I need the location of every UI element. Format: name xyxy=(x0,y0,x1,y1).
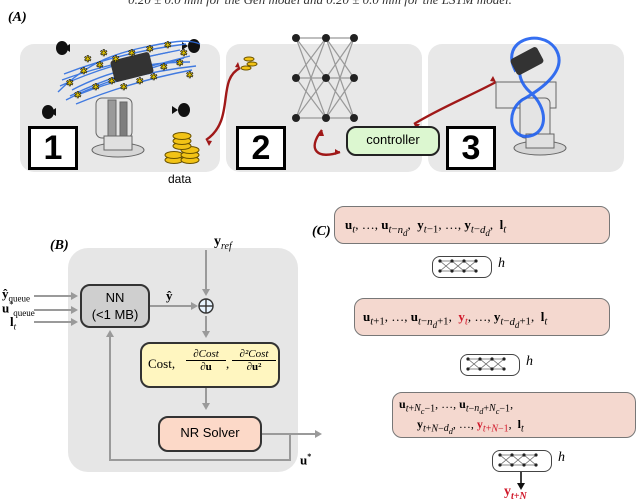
tool-plate-3 xyxy=(510,47,544,75)
svg-text:✱: ✱ xyxy=(146,45,154,55)
svg-text:✱: ✱ xyxy=(96,61,104,71)
nr-solver-box: NR Solver xyxy=(158,416,262,452)
svg-text:✱: ✱ xyxy=(164,41,172,51)
sequence-row-1: ut, …, ut−nd, yt−1, …, yt−dd, lt xyxy=(334,206,610,244)
svg-text:✱: ✱ xyxy=(186,71,194,81)
svg-text:✱: ✱ xyxy=(80,67,88,77)
camera-icons xyxy=(42,39,200,119)
svg-text:✱: ✱ xyxy=(100,49,108,59)
svg-text:✱: ✱ xyxy=(84,55,92,65)
marker-stars: ✱✱✱✱ ✱✱✱✱ ✱✱✱✱ ✱✱✱✱ ✱✱✱ xyxy=(66,41,194,102)
sequence-row-2-text: ut+1, …, ut−nd+1, yt, …, yt−dd+1, lt xyxy=(363,309,548,330)
neural-network-nodes xyxy=(292,34,358,122)
sequence-row-3-line2: yt+N−dd, …, yt+N−1, lt xyxy=(417,417,524,437)
controller-box: controller xyxy=(346,126,440,156)
step-2-box: 2 xyxy=(236,126,286,170)
svg-text:✱: ✱ xyxy=(74,91,82,101)
panel-a-label: (A) xyxy=(8,10,27,25)
svg-text:✱: ✱ xyxy=(136,77,144,87)
step-1-box: 1 xyxy=(28,126,78,170)
h-label-3: h xyxy=(558,450,565,465)
svg-text:✱: ✱ xyxy=(66,79,74,89)
svg-text:✱: ✱ xyxy=(160,63,168,73)
nn-size-label: (<1 MB) xyxy=(91,307,139,322)
panel-b-label: (B) xyxy=(50,238,69,253)
cost-first-derivative: ∂Cost ∂u xyxy=(186,348,226,373)
h-label-1: h xyxy=(498,256,505,271)
step-3-box: 3 xyxy=(446,126,496,170)
input-y-queue: ŷqueue xyxy=(2,286,30,304)
arrow-heads xyxy=(206,62,496,155)
svg-text:✱: ✱ xyxy=(92,83,100,93)
u-star-output: u* xyxy=(300,452,312,468)
svg-text:✱: ✱ xyxy=(108,77,116,87)
sequence-row-3: ut+Nc−1, …, ut−nd+Nc−1, yt+N−dd, …, yt+N… xyxy=(392,392,636,438)
input-u-queue: u*queue xyxy=(2,300,35,318)
nn-box: NN (<1 MB) xyxy=(80,284,150,328)
svg-text:✱: ✱ xyxy=(176,59,184,69)
robot-arm-3 xyxy=(495,81,567,156)
sequence-row-1-text: ut, …, ut−nd, yt−1, …, yt−dd, lt xyxy=(345,217,507,238)
svg-text:✱: ✱ xyxy=(150,73,158,83)
input-l-t: lt xyxy=(10,314,17,332)
nn-label: NN xyxy=(105,290,125,305)
tool-plate-1 xyxy=(110,52,154,82)
cost-second-derivative: ∂²Cost ∂u² xyxy=(232,348,276,373)
data-label: data xyxy=(168,172,192,186)
prediction-output: yt+N xyxy=(504,484,527,502)
output-arrow xyxy=(517,483,525,490)
sequence-row-2: ut+1, …, ut−nd+1, yt, …, yt−dd+1, lt xyxy=(354,298,610,336)
svg-text:✱: ✱ xyxy=(120,83,128,93)
panel-c-label: (C) xyxy=(312,224,331,239)
y-hat-label: ŷ xyxy=(166,288,173,303)
svg-text:✱: ✱ xyxy=(180,49,188,59)
figure-caption-fragment: 0.20 ± 0.0 mm for the Gen model and 0.20… xyxy=(0,0,640,8)
robot-arm-1 xyxy=(91,97,145,158)
data-flow-arrows xyxy=(205,66,497,156)
y-ref-label: yref xyxy=(214,234,232,252)
cost-box: Cost, ∂Cost ∂u , ∂²Cost ∂u² xyxy=(140,342,280,388)
svg-text:✱: ✱ xyxy=(112,55,120,65)
neural-network-graph xyxy=(295,37,355,119)
figure-eight-trajectory xyxy=(510,36,561,138)
svg-text:✱: ✱ xyxy=(128,49,136,59)
sequence-row-3-line1: ut+Nc−1, …, ut−nd+Nc−1, xyxy=(399,397,514,417)
data-coins-icon xyxy=(164,56,258,164)
cost-label: Cost, xyxy=(148,356,176,371)
h-label-2: h xyxy=(526,354,533,369)
